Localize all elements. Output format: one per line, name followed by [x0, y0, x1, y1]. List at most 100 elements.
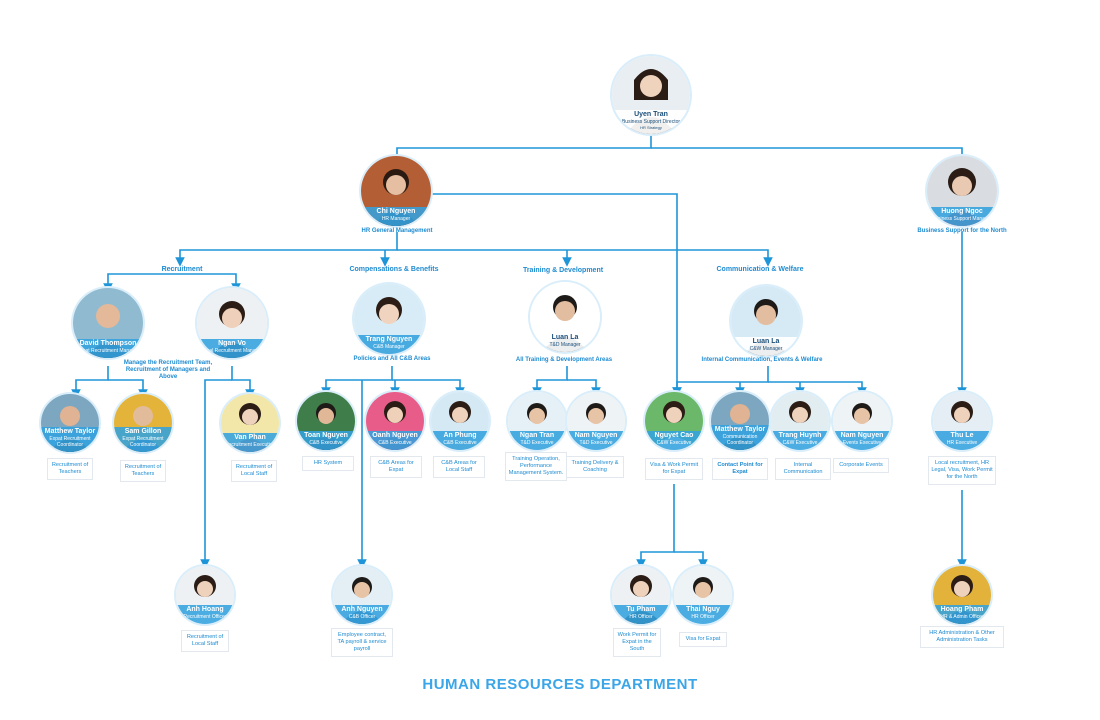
role-caption: HR General Management	[361, 228, 433, 234]
person-name: Oanh Nguyen	[372, 432, 418, 439]
person-card-thai-nguy: Thai Nguy HR Officer	[663, 566, 743, 624]
person-card-trang-nguyen: Trang Nguyen C&B Manager	[349, 284, 429, 354]
person-name: Luan La	[551, 334, 579, 341]
person-name: Matthew Taylor	[714, 426, 766, 433]
person-name: Tu Pham	[626, 606, 656, 613]
person-name: Toan Nguyen	[304, 432, 348, 439]
person-card-ngan-tran: Ngan Tran T&D Executive	[497, 392, 577, 450]
person-title: Recruitment Officer	[183, 614, 227, 620]
role-caption: Internal Communication, Events & Welfare	[701, 357, 823, 363]
person-card-nguyet-cao: Nguyet Cao C&W Executive	[634, 392, 714, 450]
person-subtitle: HR Strategy	[640, 125, 662, 130]
task-box: HR Administration & Other Administration…	[920, 626, 1004, 648]
connector	[768, 381, 867, 397]
person-title: Events Executive	[842, 440, 882, 446]
task-box: Training Operation, Performance Manageme…	[505, 452, 567, 481]
connector	[200, 379, 232, 569]
person-card-luan-la-cw: Luan La C&W Manager	[726, 286, 806, 356]
connector	[108, 379, 148, 399]
person-name: Anh Nguyen	[341, 606, 383, 613]
person-title: C&B Executive	[443, 440, 477, 446]
person-card-ngan-vo: Ngan Vo Local Recruitment Manager	[192, 288, 272, 358]
task-box: Internal Communication	[775, 458, 831, 480]
task-box: Recruitment of Local Staff	[181, 630, 229, 652]
person-card-hoang-pham: Hoang Pham HR & Admin Officer	[922, 566, 1002, 624]
person-card-an-phung: An Phung C&B Executive	[420, 392, 500, 450]
person-title: T&D Executive	[520, 440, 554, 446]
person-name: Huong Ngoc	[941, 208, 983, 215]
person-name: Thu Le	[950, 432, 974, 439]
person-title: HR Officer	[691, 614, 715, 620]
section-heading-td: Training & Development	[522, 267, 604, 274]
connector	[180, 273, 241, 293]
person-title: HR & Admin Officer	[940, 614, 984, 620]
connector	[321, 366, 393, 397]
role-caption: All Training & Development Areas	[515, 357, 613, 363]
connector	[567, 379, 601, 397]
person-card-chi-nguyen: Chi Nguyen HR Manager	[356, 156, 436, 226]
department-title: HUMAN RESOURCES DEPARTMENT	[422, 676, 698, 693]
connector	[674, 551, 708, 569]
connector	[430, 193, 682, 397]
connector	[532, 366, 568, 397]
person-title: T&D Executive	[579, 440, 613, 446]
person-card-oanh-nguyen: Oanh Nguyen C&B Executive	[355, 392, 435, 450]
person-card-luan-la-td: Luan La T&D Manager	[525, 282, 605, 352]
person-title: C&B Manager	[373, 344, 405, 350]
person-title: Expat Recruitment Coordinator	[122, 436, 164, 448]
person-name: Hoang Pham	[940, 606, 984, 613]
task-box: Corporate Events	[833, 458, 889, 473]
section-heading-cb: Compensations & Benefits	[349, 266, 439, 273]
person-name: Nam Nguyen	[574, 432, 618, 439]
person-name: David Thompson	[79, 340, 137, 347]
connector	[636, 484, 675, 569]
person-title: Expat Recruitment Coordinator	[49, 436, 91, 448]
person-name: Trang Huynh	[778, 432, 822, 439]
person-card-david-thompson: David Thompson Expat Recruitment Manager	[68, 288, 148, 358]
person-title: Expat Recruitment Manager	[76, 348, 140, 354]
task-box: HR System	[302, 456, 354, 471]
person-title: Recruitment Executive	[224, 442, 276, 448]
person-name: Nguyet Cao	[654, 432, 694, 439]
person-card-nam-nguyen-td: Nam Nguyen T&D Executive	[556, 392, 636, 450]
person-title: Communication Coordinator	[722, 434, 758, 446]
section-heading-cw: Communication & Welfare	[716, 266, 804, 273]
person-card-van-phan: Van Phan Recruitment Executive	[210, 394, 290, 452]
person-name: Van Phan	[234, 434, 266, 441]
connector	[392, 379, 465, 397]
person-name: Uyen Tran	[634, 111, 668, 118]
section-heading-recruitment: Recruitment	[161, 266, 203, 273]
person-card-huong-ngoc: Huong Ngoc Business Support Manager	[922, 156, 1002, 226]
task-box: Visa for Expat	[679, 632, 727, 647]
person-title: C&W Manager	[749, 346, 783, 352]
role-caption: Business Support for the North	[917, 228, 1007, 234]
person-card-uyen-tran: Uyen Tran Business Support Director HR S…	[611, 56, 691, 134]
task-box: Recruitment of Teachers	[120, 460, 166, 482]
person-card-matthew-taylor-recruitment: Matthew Taylor Expat Recruitment Coordin…	[30, 394, 110, 452]
person-name: Nam Nguyen	[840, 432, 884, 439]
person-name: Chi Nguyen	[376, 208, 416, 215]
connector	[392, 135, 652, 165]
person-name: Thai Nguy	[686, 606, 720, 613]
person-card-anh-nguyen: Anh Nguyen C&B Officer	[322, 566, 402, 624]
task-box: C&B Areas for Local Staff	[433, 456, 485, 478]
person-card-tu-pham: Tu Pham HR Officer	[601, 566, 681, 624]
connector	[71, 366, 109, 399]
task-box: Local recruitment, HR Legal, Visa, Work …	[928, 456, 996, 485]
connector	[397, 249, 773, 267]
task-box: C&B Areas for Expat	[370, 456, 422, 478]
person-name: Matthew Taylor	[44, 428, 96, 435]
person-title: C&B Officer	[348, 614, 376, 620]
person-title: Business Support Manager	[931, 216, 993, 222]
person-card-thu-le: Thu Le HR Executive	[922, 392, 1002, 450]
role-caption: Policies and All C&B Areas	[353, 356, 431, 362]
connector	[175, 232, 398, 267]
task-box: Recruitment of Local Staff	[231, 460, 277, 482]
person-title: C&W Executive	[782, 440, 818, 446]
person-name: An Phung	[443, 432, 477, 439]
task-box: Recruitment of Teachers	[47, 458, 93, 480]
person-card-nam-nguyen-cw: Nam Nguyen Events Executive	[822, 392, 902, 450]
person-card-trang-huynh: Trang Huynh C&W Executive	[760, 392, 840, 450]
person-title: Business Support Director	[621, 119, 681, 125]
